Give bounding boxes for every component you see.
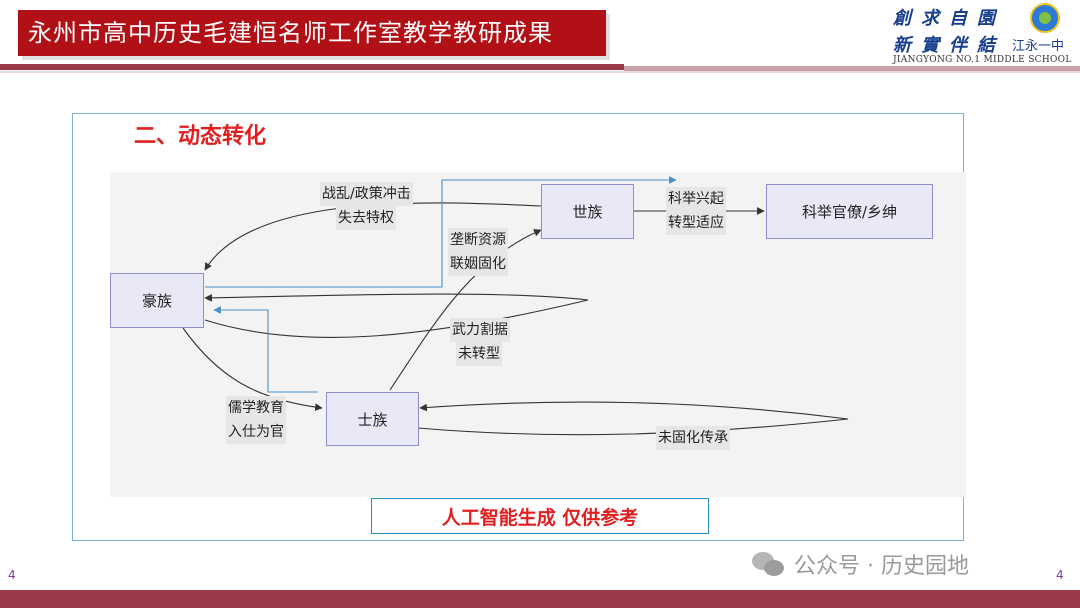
section-title: 二、动态转化 bbox=[134, 124, 267, 149]
edge-label-shi-to-hao-2: 失去特权 bbox=[336, 206, 396, 230]
watermark-text: 公众号 · 历史园地 bbox=[794, 554, 969, 579]
header-divider-dark bbox=[0, 64, 624, 70]
school-name-en: JIANGYONG NO.1 MIDDLE SCHOOL bbox=[893, 55, 1072, 65]
school-motto-line1: 創求自園 bbox=[893, 8, 1005, 29]
watermark: 公众号 · 历史园地 bbox=[752, 548, 969, 580]
header-divider-light bbox=[624, 66, 1080, 71]
footer-bar bbox=[0, 590, 1080, 608]
edge-label-hao-to-scholar-2: 入仕为官 bbox=[226, 420, 286, 444]
page-number-left: 4 bbox=[8, 568, 16, 582]
edge-label-scholar-loop: 未固化传承 bbox=[656, 426, 730, 450]
page-number-right: 4 bbox=[1056, 568, 1064, 582]
node-shizu-scholar: 士族 bbox=[326, 392, 419, 446]
node-haozu: 豪族 bbox=[110, 273, 204, 328]
wechat-icon bbox=[752, 550, 786, 578]
page-title: 永州市高中历史毛建恒名师工作室教学教研成果 bbox=[28, 19, 553, 47]
school-name-cn: 江永一中 bbox=[1012, 39, 1065, 54]
header-divider-bottom bbox=[0, 71, 1080, 73]
edge-label-scholar-to-shi-2: 联姻固化 bbox=[448, 252, 508, 276]
edge-label-shi-to-hao-1: 战乱/政策冲击 bbox=[320, 182, 413, 206]
school-emblem-icon bbox=[1030, 3, 1060, 33]
edge-label-scholar-to-shi-1: 垄断资源 bbox=[448, 228, 508, 252]
node-keju: 科举官僚/乡绅 bbox=[766, 184, 933, 239]
header-title-bar: 永州市高中历史毛建恒名师工作室教学教研成果 bbox=[18, 10, 606, 56]
school-motto-line2: 新實伴結 bbox=[893, 35, 1005, 56]
edge-label-shi-to-keju-2: 转型适应 bbox=[666, 211, 726, 235]
node-shizu-clan: 世族 bbox=[541, 184, 634, 239]
ai-generated-notice: 人工智能生成 仅供参考 bbox=[371, 498, 709, 534]
edge-label-hao-to-scholar-1: 儒学教育 bbox=[226, 396, 286, 420]
edge-label-hao-loop-1: 武力割据 bbox=[450, 318, 510, 342]
edge-label-hao-loop-2: 未转型 bbox=[456, 342, 502, 366]
edge-label-shi-to-keju-1: 科举兴起 bbox=[666, 187, 726, 211]
